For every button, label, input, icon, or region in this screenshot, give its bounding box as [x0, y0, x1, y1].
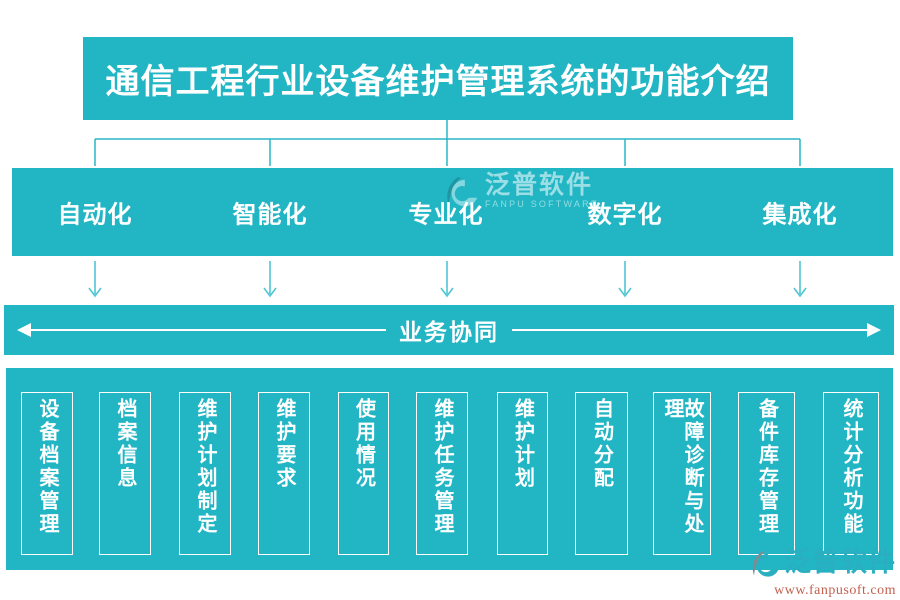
- function-box: 备件库存管理: [738, 392, 795, 555]
- function-label: 备件库存管理: [755, 398, 778, 536]
- collaboration-label: 业务协同: [399, 320, 499, 345]
- function-box: 维护计划: [497, 392, 548, 555]
- fanpu-logo-icon: [752, 551, 779, 577]
- fanpu-watermark-center: 泛普软件 FANPU SOFTWARE: [444, 173, 599, 215]
- down-arrow-icon: [88, 261, 102, 298]
- function-label: 故障诊断与处理: [661, 398, 703, 536]
- down-arrow-icon: [440, 261, 454, 298]
- right-arrowhead-icon: [867, 323, 881, 337]
- function-box: 统计分析功能: [823, 392, 879, 555]
- arrow-line: [31, 329, 386, 331]
- function-box: 设备档案管理: [21, 392, 73, 555]
- function-box: 自动分配: [575, 392, 628, 555]
- function-box: 维护要求: [258, 392, 310, 555]
- diagram-title: 通信工程行业设备维护管理系统的功能介绍: [105, 64, 771, 101]
- category-label: 专业化: [408, 202, 484, 229]
- function-label: 自动分配: [590, 398, 613, 490]
- category-label: 智能化: [232, 202, 308, 229]
- left-arrowhead-icon: [17, 323, 31, 337]
- collaboration-bar: 业务协同: [4, 305, 894, 355]
- category-label: 数字化: [587, 202, 663, 229]
- watermark-brand-text: 泛普软件: [485, 172, 594, 199]
- function-label: 维护要求: [273, 398, 295, 490]
- watermark-brand-text: 泛普软件: [784, 547, 896, 577]
- title-box: 通信工程行业设备维护管理系统的功能介绍: [83, 37, 793, 120]
- down-arrow-icon: [618, 261, 632, 298]
- function-label: 设备档案管理: [36, 398, 58, 536]
- category-label: 集成化: [762, 202, 838, 229]
- function-box: 维护任务管理: [416, 392, 468, 555]
- fanpu-logo-icon: [447, 176, 478, 207]
- function-box: 故障诊断与处理: [653, 392, 711, 555]
- arrow-line: [512, 329, 867, 331]
- function-label: 档案信息: [114, 398, 136, 490]
- function-box: 档案信息: [99, 392, 151, 555]
- function-box: 使用情况: [338, 392, 389, 555]
- fanpu-watermark-corner: 泛普软件 www.fanpusoft.com: [750, 547, 896, 599]
- function-box: 维护计划制定: [179, 392, 231, 555]
- functions-panel: 设备档案管理 档案信息 维护计划制定 维护要求 使用情况 维护任务管理 维护计划…: [6, 368, 893, 570]
- function-label: 维护计划: [511, 398, 534, 490]
- down-arrow-icon: [793, 261, 807, 298]
- watermark-url: www.fanpusoft.com: [774, 583, 896, 598]
- function-label: 统计分析功能: [840, 398, 862, 536]
- category-label: 自动化: [57, 202, 133, 229]
- category-band: 泛普软件 FANPU SOFTWARE 自动化 智能化 专业化 数字化 集成化: [12, 168, 893, 256]
- watermark-brand-en: FANPU SOFTWARE: [485, 199, 599, 209]
- down-arrow-icon: [263, 261, 277, 298]
- function-label: 维护任务管理: [431, 398, 453, 536]
- function-label: 维护计划制定: [194, 398, 216, 536]
- function-label: 使用情况: [352, 398, 375, 490]
